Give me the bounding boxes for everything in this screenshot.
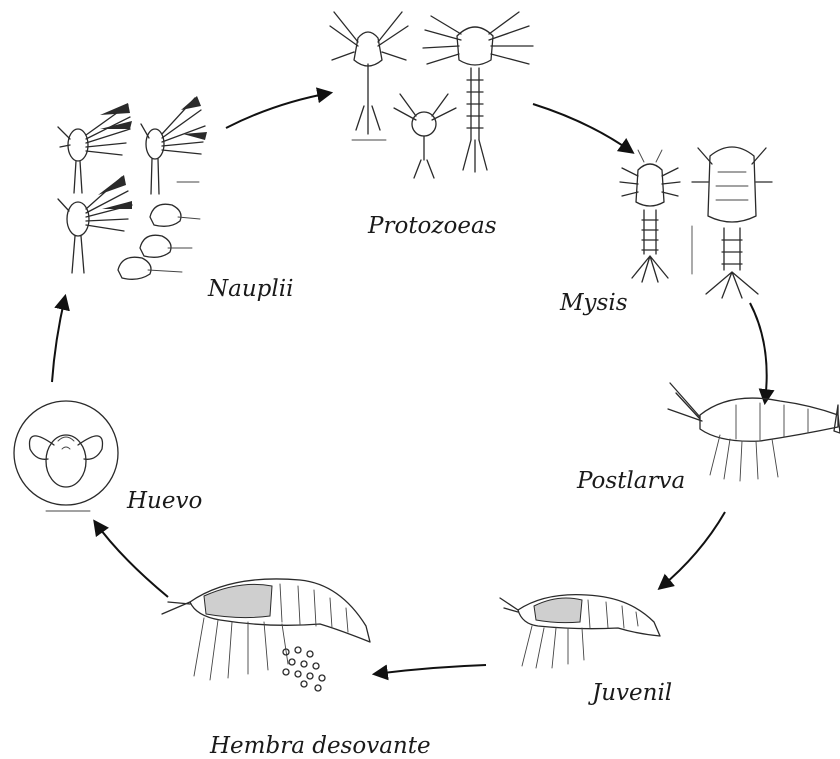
arrow-juvenil-to-hembra — [375, 665, 486, 674]
nauplii-illustration — [58, 96, 207, 279]
label-huevo: Huevo — [127, 490, 202, 513]
postlarva-illustration — [668, 383, 840, 481]
mysis-illustration — [620, 147, 772, 298]
protozoea-illustration — [330, 12, 533, 178]
arrow-nauplii-to-protozoea — [226, 93, 330, 128]
label-nauplii: Nauplii — [208, 278, 293, 301]
arrow-hembra-to-huevo — [95, 522, 168, 597]
egg-illustration — [14, 401, 118, 511]
arrow-protozoea-to-mysis — [533, 104, 632, 152]
juvenile-shrimp-illustration — [500, 595, 660, 668]
label-postlarva: Postlarva — [577, 470, 685, 493]
label-protozoeas: Protozoeas — [368, 215, 497, 238]
arrow-mysis-to-postlarva — [750, 303, 767, 402]
arrow-postlarva-to-juvenil — [660, 512, 725, 588]
egg-cluster — [283, 647, 325, 691]
label-mysis: Mysis — [560, 292, 628, 315]
label-juvenil: Juvenil — [592, 682, 672, 705]
arrow-huevo-to-nauplii — [52, 297, 65, 382]
spawning-female-illustration — [162, 579, 370, 691]
label-hembra-desovante: Hembra desovante — [210, 735, 431, 758]
